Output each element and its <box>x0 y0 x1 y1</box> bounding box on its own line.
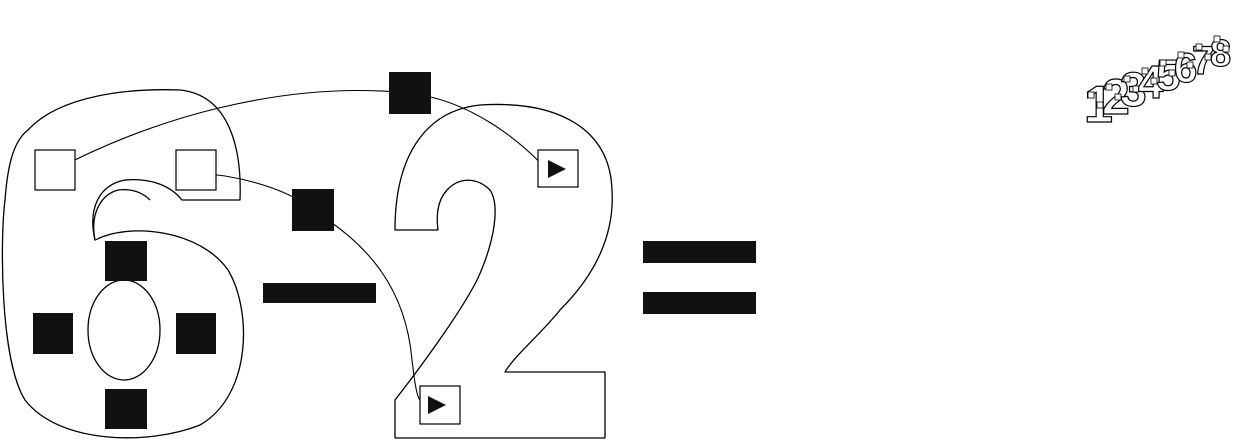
corner-digit-mark <box>1214 36 1220 42</box>
block-six-left <box>33 313 73 354</box>
wire-block-top <box>389 72 431 114</box>
corner-digit-mark <box>1178 52 1184 58</box>
corner-digit-mark <box>1196 44 1202 50</box>
block-six-bottom <box>105 389 147 429</box>
wire-block-mid <box>292 189 334 231</box>
corner-digit-mark <box>1106 84 1112 90</box>
equals-bar-bottom <box>643 292 756 314</box>
corner-digit-mark <box>1223 46 1229 52</box>
wire-mid-block-to-arrow-bottom <box>313 210 428 404</box>
corner-digit-mark <box>1088 92 1094 98</box>
block-six-right <box>176 313 216 354</box>
corner-digit-stack-logo: 12345678 <box>1084 33 1231 134</box>
block-six-top <box>105 241 147 281</box>
minus-bar <box>263 283 376 303</box>
digit-six-hole <box>88 280 160 380</box>
corner-digit-mark <box>1160 60 1166 66</box>
equals-bar-top <box>643 241 756 263</box>
output-arrow-right <box>538 150 578 187</box>
corner-digit-mark <box>1142 68 1148 74</box>
input-square-mid <box>176 150 216 190</box>
input-square-left <box>35 150 75 190</box>
corner-digit-mark <box>1124 76 1130 82</box>
output-arrow-bottom <box>420 386 460 424</box>
corner-digit: 8 <box>1210 33 1231 75</box>
